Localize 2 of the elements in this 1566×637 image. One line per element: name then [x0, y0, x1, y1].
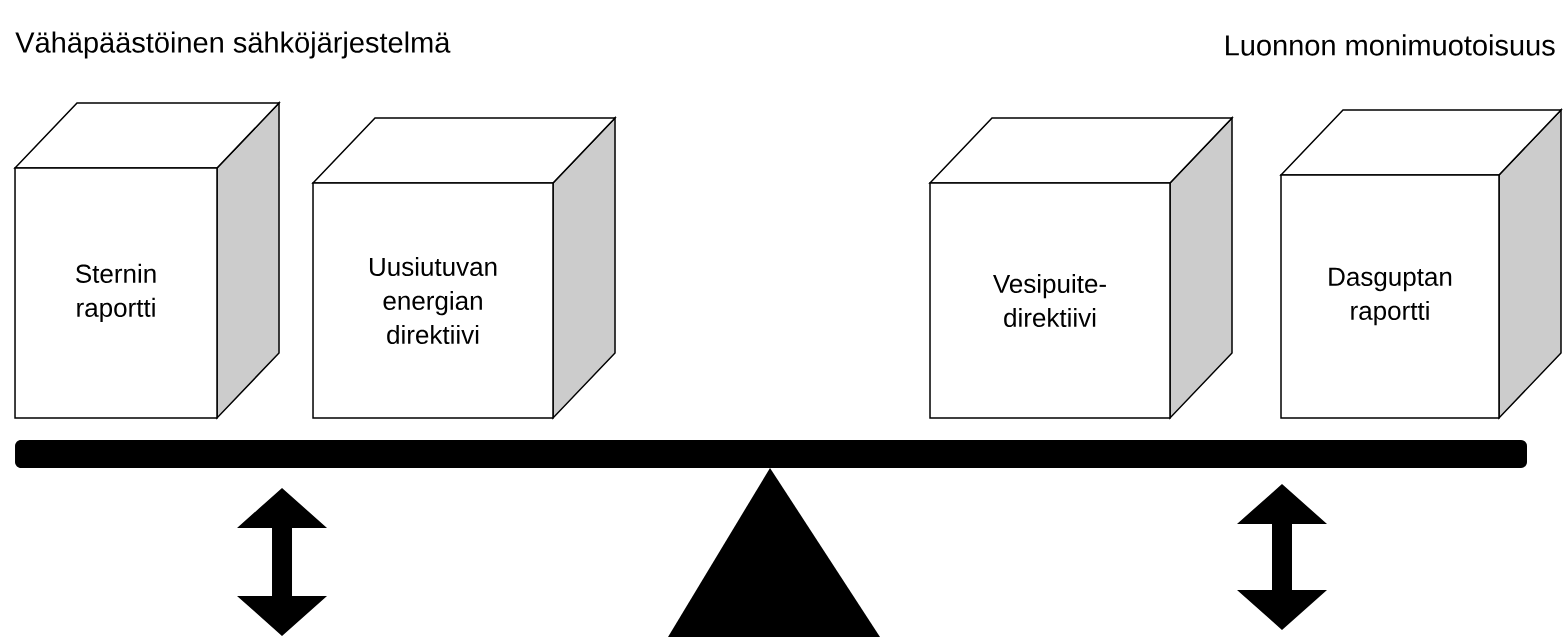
heading: Luonnon monimuotoisuus: [1226, 34, 1555, 56]
heading: Vähäpäästöinen sähköjärjestelmä: [15, 31, 451, 59]
